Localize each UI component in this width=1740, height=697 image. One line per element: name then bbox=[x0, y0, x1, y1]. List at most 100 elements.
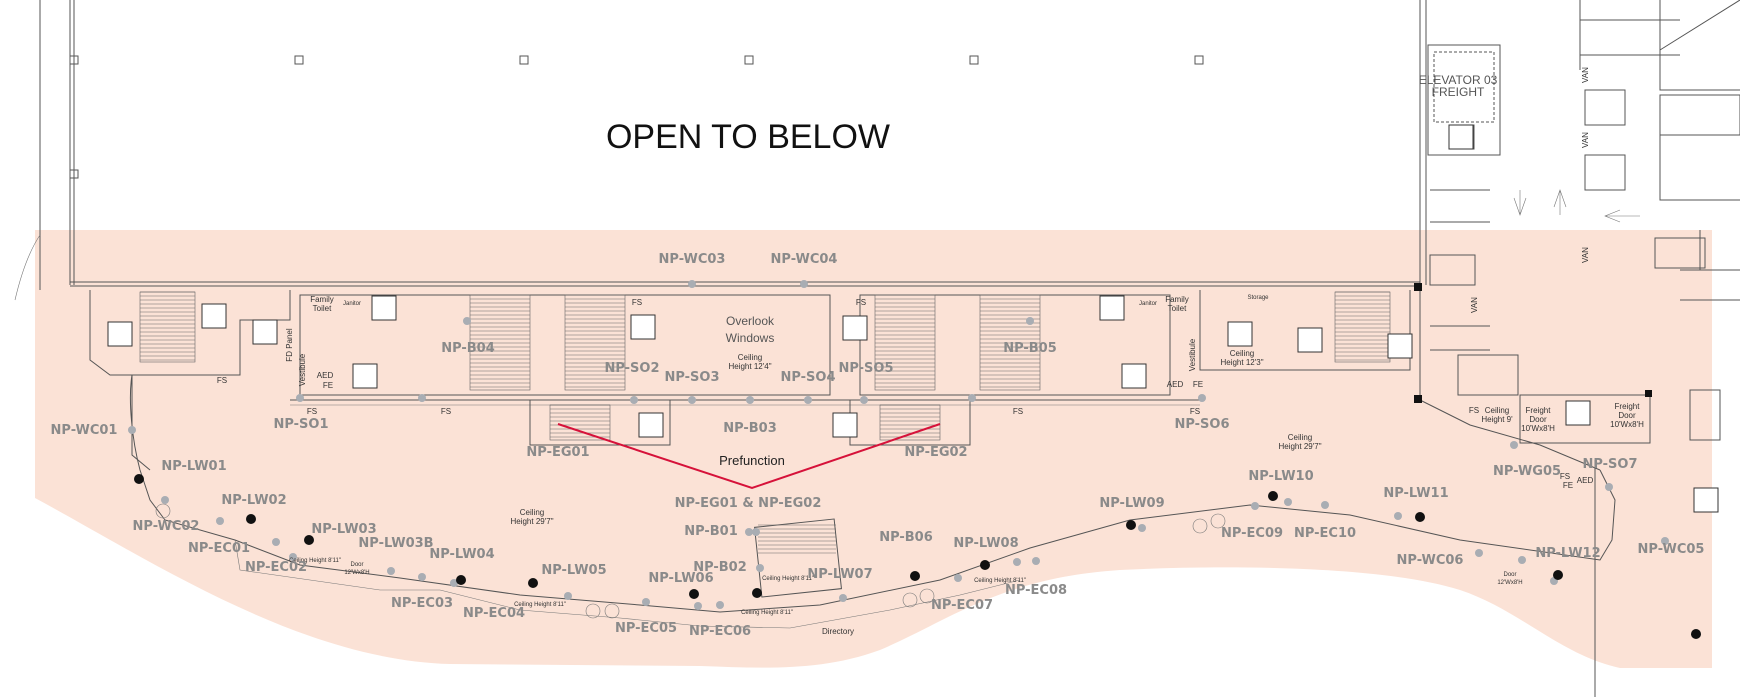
sensor-labels: NP-WC03 NP-WC04 NP-B04 NP-B05 NP-SO2 NP-… bbox=[51, 252, 1705, 639]
ceiling-height-123: Height 12'3" bbox=[1220, 358, 1263, 367]
sensor-dot-black bbox=[980, 560, 990, 570]
sensor-dot-black bbox=[1691, 629, 1701, 639]
sensor-dot-grey bbox=[968, 394, 976, 402]
ceiling-9: Ceiling bbox=[1485, 406, 1509, 415]
sensor-dot-grey bbox=[296, 394, 304, 402]
sensor-dot-grey bbox=[387, 567, 395, 575]
sensor-ec09: NP-EC09 bbox=[1221, 526, 1283, 541]
aed-right: AED bbox=[1167, 380, 1184, 389]
elevator-label: ELEVATOR 03 bbox=[1419, 73, 1498, 87]
fs-4: FS bbox=[632, 298, 642, 307]
sensor-dot-grey bbox=[630, 396, 638, 404]
sensor-ec08: NP-EC08 bbox=[1005, 583, 1067, 598]
fs-9: FS bbox=[1560, 472, 1570, 481]
fs-8: FS bbox=[1469, 406, 1479, 415]
sensor-so1: NP-SO1 bbox=[273, 417, 328, 432]
janitor-left: Janitor bbox=[343, 301, 361, 307]
ceiling-height-297-left: Height 29'7" bbox=[510, 517, 553, 526]
sensor-dot-grey bbox=[1510, 441, 1518, 449]
ceiling-811-b: Ceiling Height 8'11" bbox=[741, 610, 793, 616]
sensor-ec06: NP-EC06 bbox=[689, 624, 751, 639]
windows-label: Windows bbox=[726, 331, 775, 345]
toilet-left: Toilet bbox=[313, 304, 332, 313]
sensor-dot-grey bbox=[954, 574, 962, 582]
sensor-ec07: NP-EC07 bbox=[931, 598, 993, 613]
family-toilet-left: Family bbox=[310, 295, 334, 304]
sensor-dot-black bbox=[304, 535, 314, 545]
sensor-ec02: NP-EC02 bbox=[245, 560, 307, 575]
egress-path bbox=[557, 423, 941, 490]
sensor-b01: NP-B01 bbox=[684, 524, 738, 539]
ceiling-right-upper: Ceiling bbox=[1230, 349, 1254, 358]
sensor-eg01: NP-EG01 bbox=[526, 445, 589, 460]
van-2: VAN bbox=[1581, 132, 1590, 148]
fs-3: FS bbox=[441, 407, 451, 416]
sensor-dot-grey bbox=[1284, 498, 1292, 506]
overlook-label: Overlook bbox=[726, 314, 775, 328]
sensor-lw07: NP-LW07 bbox=[807, 567, 872, 582]
sensor-dot-grey bbox=[161, 496, 169, 504]
sensor-lw08: NP-LW08 bbox=[953, 536, 1018, 551]
sensor-so6: NP-SO6 bbox=[1174, 417, 1229, 432]
janitor-right: Janitor bbox=[1139, 301, 1157, 307]
sensor-wc01: NP-WC01 bbox=[51, 423, 118, 438]
prefunction-label: Prefunction bbox=[719, 453, 785, 468]
family-toilet-right: Family bbox=[1165, 295, 1189, 304]
ceiling-label-1: Ceiling bbox=[738, 353, 762, 362]
ceiling-811-a: Ceiling Height 8'11" bbox=[514, 602, 566, 608]
sensor-dot-grey bbox=[804, 396, 812, 404]
storage-label: Storage bbox=[1247, 295, 1269, 301]
freight-label: FREIGHT bbox=[1432, 85, 1485, 99]
sensor-dot-grey bbox=[1013, 558, 1021, 566]
sensor-dot-grey bbox=[716, 601, 724, 609]
van-3: VAN bbox=[1581, 247, 1590, 263]
sensor-wc05: NP-WC05 bbox=[1638, 542, 1705, 557]
sensor-so5: NP-SO5 bbox=[838, 361, 893, 376]
sensor-lw02: NP-LW02 bbox=[221, 493, 286, 508]
ceiling-811-c: Ceiling Height 8'11" bbox=[762, 576, 814, 582]
door-right-size: 12'Wx8'H bbox=[1497, 580, 1522, 586]
sensor-dot-grey bbox=[1605, 483, 1613, 491]
sensor-so4: NP-SO4 bbox=[780, 370, 835, 385]
sensor-lw12: NP-LW12 bbox=[1535, 546, 1600, 561]
wall-lines bbox=[14, 0, 1427, 400]
ceiling-height-9: Height 9' bbox=[1481, 415, 1513, 424]
sensor-lw03b: NP-LW03B bbox=[358, 536, 433, 551]
sensor-dot-grey bbox=[418, 394, 426, 402]
map-title: OPEN TO BELOW bbox=[606, 118, 890, 156]
sensor-lw11: NP-LW11 bbox=[1383, 486, 1448, 501]
sensor-dot-grey bbox=[746, 396, 754, 404]
sensor-dot-grey bbox=[1321, 501, 1329, 509]
freight-door-1: Freight bbox=[1526, 406, 1552, 415]
door-left: Door bbox=[350, 562, 363, 568]
sensor-dot-grey bbox=[642, 598, 650, 606]
sensor-dot-black bbox=[1268, 491, 1278, 501]
sensor-dot-grey bbox=[1198, 394, 1206, 402]
sensor-b05: NP-B05 bbox=[1003, 341, 1057, 356]
sensor-b02: NP-B02 bbox=[693, 560, 747, 575]
sensor-so2: NP-SO2 bbox=[604, 361, 659, 376]
fs-7: FS bbox=[1190, 407, 1200, 416]
fs-6: FS bbox=[1013, 407, 1023, 416]
sensor-dot-grey bbox=[1661, 537, 1669, 545]
sensor-ec05: NP-EC05 bbox=[615, 621, 677, 636]
sensor-dot-grey bbox=[752, 528, 760, 536]
sensor-ec01: NP-EC01 bbox=[188, 541, 250, 556]
fs-5: FS bbox=[856, 298, 866, 307]
sensor-dot-grey bbox=[860, 396, 868, 404]
ceiling-height-124: Height 12'4" bbox=[728, 362, 771, 371]
fe-right: FE bbox=[1193, 380, 1203, 389]
ceiling-811-d: Ceiling Height 8'11" bbox=[974, 578, 1026, 584]
sensor-so7: NP-SO7 bbox=[1582, 457, 1637, 472]
sensor-dot-black bbox=[456, 575, 466, 585]
freight-door-2c: 10'Wx8'H bbox=[1610, 420, 1644, 429]
sensor-dot-grey bbox=[1032, 557, 1040, 565]
sensor-so3: NP-SO3 bbox=[664, 370, 719, 385]
sensor-dot-black bbox=[910, 571, 920, 581]
black-sensors bbox=[134, 474, 1701, 639]
sensor-dot-black bbox=[752, 588, 762, 598]
fs-2: FS bbox=[307, 407, 317, 416]
pictograms bbox=[107, 124, 1719, 513]
interior-walls bbox=[89, 290, 1651, 629]
